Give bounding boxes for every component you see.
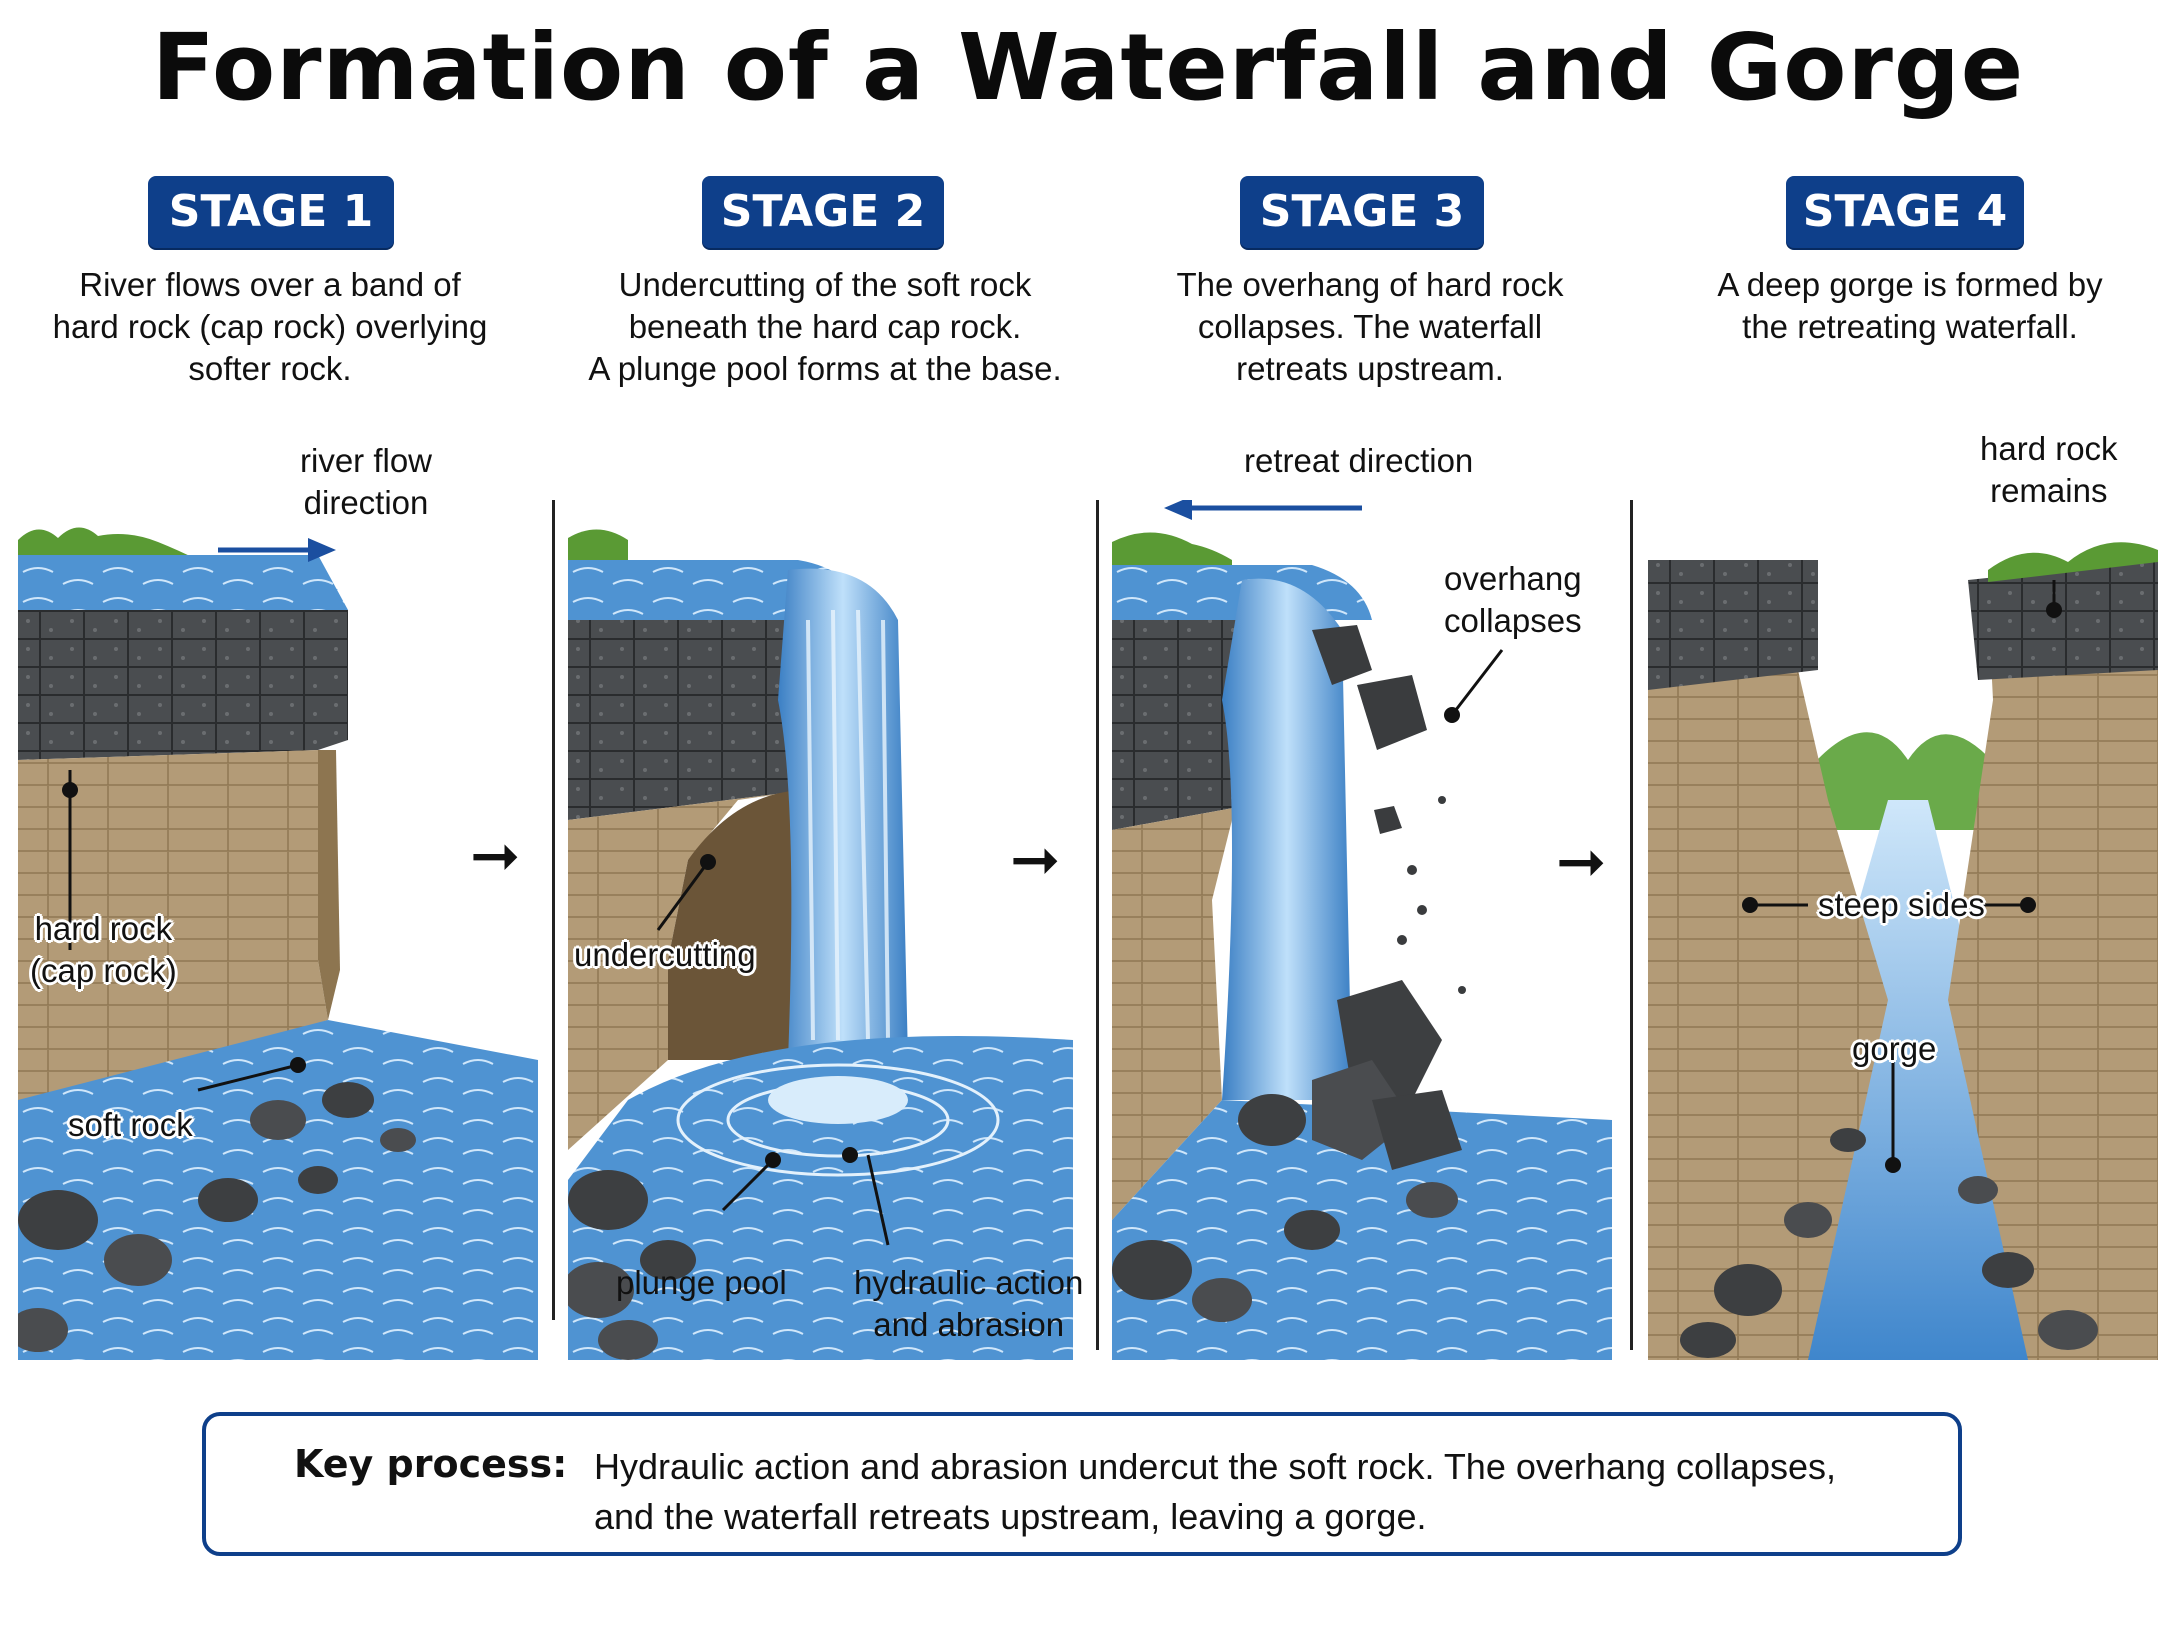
- stage-1-badge: STAGE 1: [148, 176, 394, 248]
- label-overhang-collapses: overhang collapses: [1444, 558, 1582, 642]
- label-line: overhang: [1444, 560, 1582, 597]
- desc-line: River flows over a band of: [79, 266, 461, 303]
- label-river-flow-direction: river flow direction: [300, 440, 432, 524]
- stage-4-badge: STAGE 4: [1786, 176, 2024, 248]
- desc-line: beneath the hard cap rock.: [628, 308, 1022, 345]
- key-process-label: Key process:: [294, 1442, 568, 1486]
- desc-line: hard rock (cap rock) overlying: [52, 308, 488, 345]
- stage-3-description: The overhang of hard rock collapses. The…: [1120, 264, 1620, 390]
- hard-rock-right: [1968, 560, 2158, 680]
- label-retreat-direction: retreat direction: [1244, 442, 1474, 479]
- label-soft-rock: soft rock: [68, 1106, 193, 1143]
- key-process-text: Hydraulic action and abrasion undercut t…: [594, 1442, 1836, 1542]
- desc-line: The overhang of hard rock: [1176, 266, 1564, 303]
- stage-4-description: A deep gorge is formed by the retreating…: [1660, 264, 2160, 348]
- key-process-line: and the waterfall retreats upstream, lea…: [594, 1496, 1427, 1537]
- falling-rock-block: [1312, 625, 1372, 685]
- stage-3-illustration: [1112, 500, 1612, 1360]
- label-line: remains: [1990, 472, 2108, 509]
- key-process-box: Key process: Hydraulic action and abrasi…: [202, 1412, 1962, 1556]
- label-line: river flow: [300, 442, 433, 479]
- falling-rock-block: [1357, 675, 1427, 750]
- right-gorge-wall: [1948, 560, 2158, 1360]
- desc-line: A deep gorge is formed by: [1717, 266, 2103, 303]
- page-title: Formation of a Waterfall and Gorge: [151, 14, 2025, 121]
- waterfall: [1222, 578, 1352, 1100]
- stage-3-badge: STAGE 3: [1240, 176, 1484, 248]
- label-hydraulic-action: hydraulic action and abrasion: [854, 1262, 1083, 1346]
- soft-rock-layer: [568, 790, 808, 1150]
- desc-line: collapses. The waterfall: [1197, 308, 1543, 345]
- next-stage-arrow: ➞: [470, 822, 521, 889]
- stage-4-illustration: [1648, 500, 2158, 1360]
- key-process-line: Hydraulic action and abrasion undercut t…: [594, 1446, 1837, 1487]
- desc-line: retreats upstream.: [1236, 350, 1504, 387]
- label-line: (cap rock): [30, 952, 177, 989]
- label-line: direction: [303, 484, 429, 521]
- next-stage-arrow: ➞: [1556, 828, 1607, 895]
- hard-rock-layer: [568, 620, 828, 820]
- next-stage-arrow: ➞: [1010, 826, 1061, 893]
- label-line: hard rock: [34, 910, 173, 947]
- stage-1-illustration: [18, 500, 538, 1360]
- label-line: and abrasion: [873, 1306, 1065, 1343]
- stage-2-illustration: [568, 500, 1073, 1360]
- label-gorge: gorge: [1852, 1030, 1937, 1067]
- label-line: hard rock: [1980, 430, 2118, 467]
- stage-1-description: River flows over a band of hard rock (ca…: [20, 264, 520, 390]
- desc-line: softer rock.: [188, 350, 352, 387]
- desc-line: Undercutting of the soft rock: [618, 266, 1032, 303]
- label-line: collapses: [1444, 602, 1582, 639]
- label-line: hydraulic action: [854, 1264, 1084, 1301]
- desc-line: the retreating waterfall.: [1742, 308, 2078, 345]
- hard-rock-left: [1648, 560, 1818, 690]
- hard-rock-layer: [18, 610, 348, 760]
- label-steep-sides: steep sides: [1818, 886, 1985, 923]
- label-hard-rock-cap: hard rock (cap rock): [30, 908, 177, 992]
- panel-divider: [1096, 500, 1099, 1350]
- stage-2-description: Undercutting of the soft rock beneath th…: [560, 264, 1090, 390]
- left-gorge-wall: [1648, 560, 1888, 1360]
- label-undercutting: undercutting: [574, 936, 756, 973]
- soft-rock-layer: [1112, 800, 1277, 1220]
- panel-divider: [552, 500, 555, 1320]
- soft-rock-layer: [18, 750, 328, 1120]
- panel-divider: [1630, 500, 1633, 1350]
- stage-2-badge: STAGE 2: [702, 176, 944, 248]
- label-hard-rock-remains: hard rock remains: [1980, 428, 2118, 512]
- label-plunge-pool: plunge pool: [616, 1264, 787, 1301]
- desc-line: A plunge pool forms at the base.: [588, 350, 1062, 387]
